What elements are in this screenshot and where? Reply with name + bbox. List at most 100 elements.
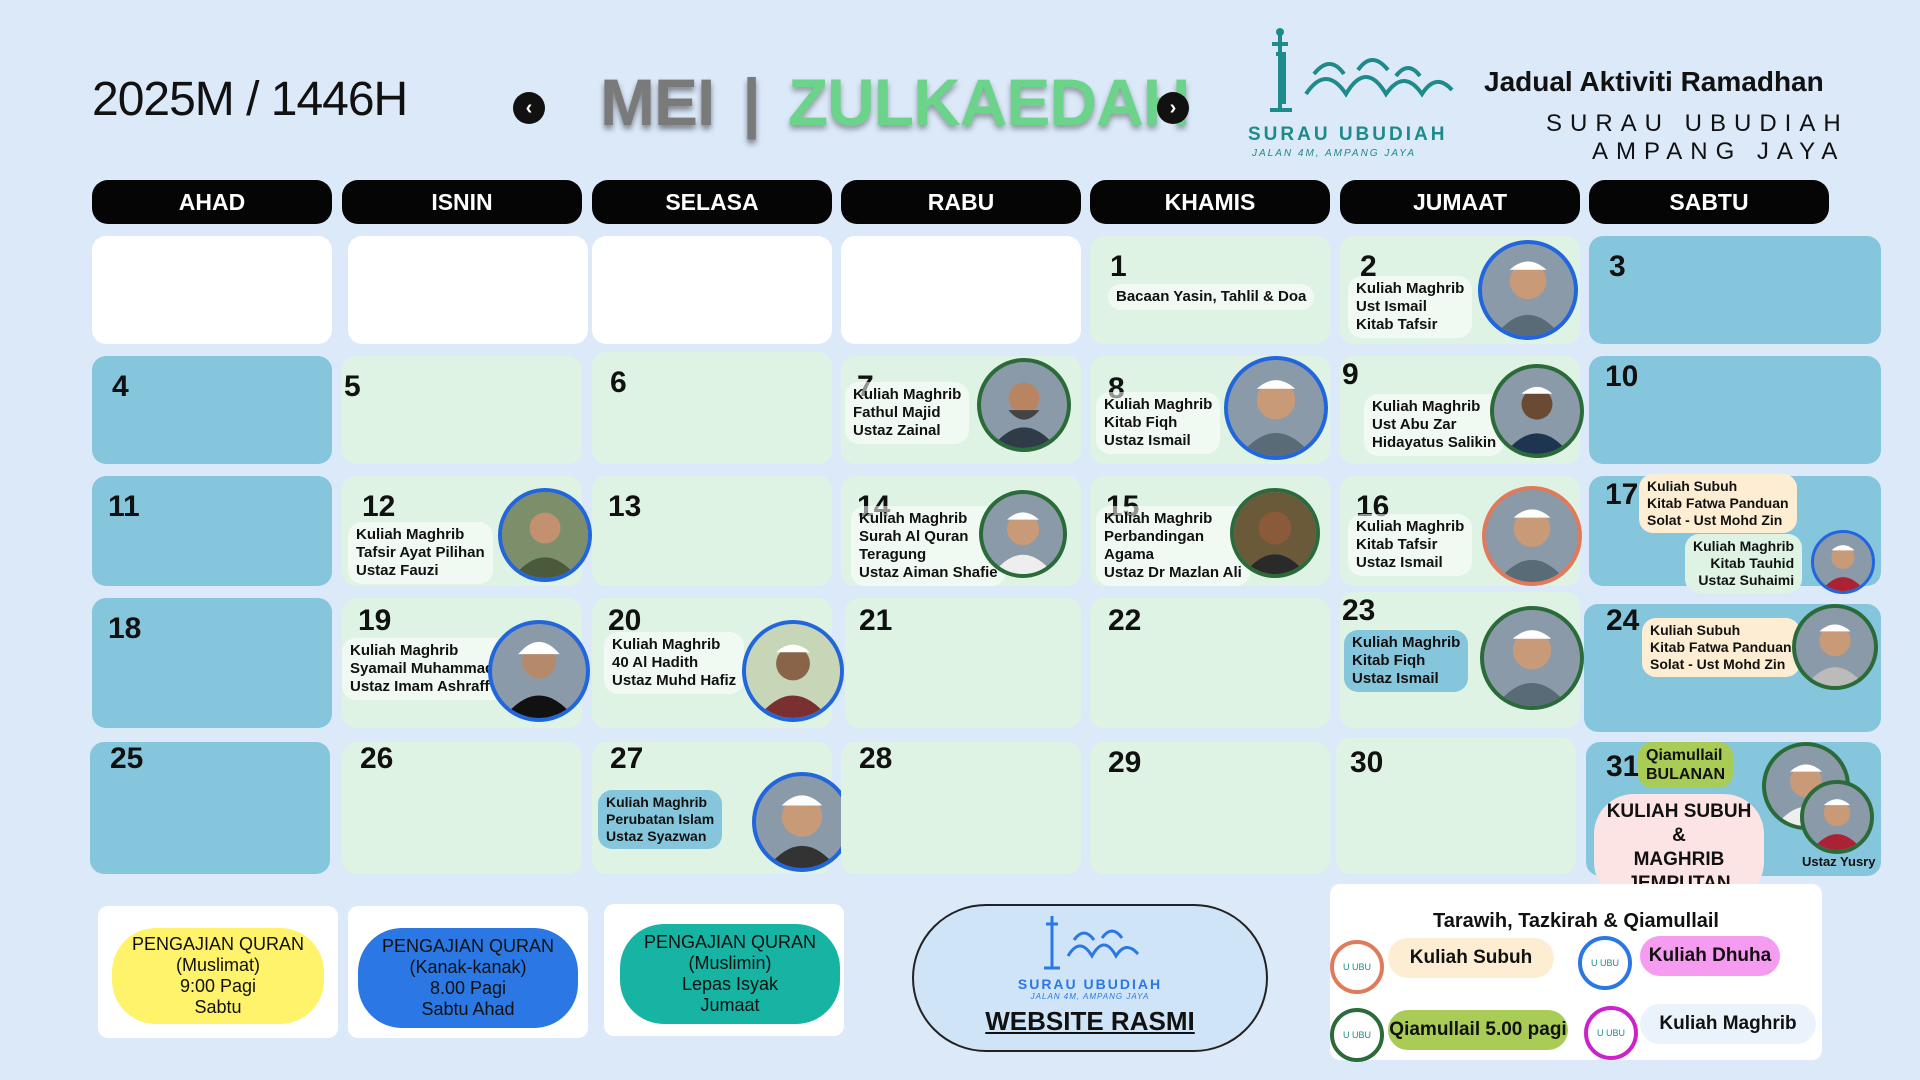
calendar-day-29[interactable]: 29: [1090, 742, 1330, 874]
speaker-avatar: [979, 490, 1067, 578]
day-number: 10: [1605, 360, 1639, 393]
legend-title: Tarawih, Tazkirah & Qiamullail: [1432, 910, 1719, 932]
website-logo-name: SURAU UBUDIAH: [1017, 976, 1163, 992]
weekday-sabtu: SABTU: [1589, 180, 1829, 224]
day-number: 21: [859, 604, 893, 637]
month-gregorian: MEI: [600, 65, 715, 139]
speaker-avatar: [1490, 364, 1584, 458]
day-number: 12: [362, 490, 396, 523]
speaker-avatar: [1478, 240, 1578, 340]
next-month-button[interactable]: ›: [1157, 92, 1189, 124]
month-title: MEI|ZULKAEDAH: [600, 64, 1190, 140]
calendar-day-28[interactable]: 28: [841, 742, 1081, 874]
calendar-day-22[interactable]: 22: [1090, 598, 1330, 728]
day-number: 9: [1342, 358, 1359, 391]
speaker-avatar: [752, 772, 852, 872]
day-number: 30: [1350, 746, 1384, 779]
calendar-day-5[interactable]: 5: [342, 356, 582, 464]
legend-qiamullail: Qiamullail 5.00 pagi: [1388, 1010, 1568, 1050]
calendar-day-3[interactable]: 3: [1589, 236, 1881, 344]
calendar-day-26[interactable]: 26: [342, 742, 582, 874]
weekday-khamis: KHAMIS: [1090, 180, 1330, 224]
weekday-jumaat: JUMAAT: [1340, 180, 1580, 224]
website-logo-mark: [1044, 916, 1140, 970]
calendar-day-1[interactable]: 1 Bacaan Yasin, Tahlil & Doa: [1090, 236, 1330, 344]
calendar-day-15[interactable]: 15 Kuliah MaghribPerbandinganAgamaUstaz …: [1090, 476, 1330, 586]
day-number: 17: [1605, 478, 1639, 511]
legend-ring-icon: U UBU: [1578, 936, 1632, 990]
weekday-selasa: SELASA: [592, 180, 832, 224]
calendar-day-30[interactable]: 30: [1336, 738, 1576, 874]
page-title: Jadual Aktiviti Ramadhan: [1484, 66, 1824, 97]
legend-ring-icon: U UBU: [1584, 1006, 1638, 1060]
calendar-day-25[interactable]: 25: [90, 742, 330, 874]
speaker-avatar: [1811, 530, 1875, 594]
speaker-avatar: [1800, 780, 1874, 854]
calendar-day-6[interactable]: 6: [592, 352, 832, 464]
day-number: 4: [112, 370, 129, 403]
day-number: 6: [610, 366, 627, 399]
day-number: 23: [1342, 594, 1376, 627]
day-number: 13: [608, 490, 642, 523]
website-label[interactable]: WEBSITE RASMI: [985, 1006, 1195, 1036]
weekday-ahad: AHAD: [92, 180, 332, 224]
chevron-right-icon: ›: [1169, 96, 1177, 119]
day-number: 28: [859, 742, 893, 775]
day-number: 22: [1108, 604, 1142, 637]
legend-ring-icon: U UBU: [1330, 940, 1384, 994]
speaker-avatar: [1224, 356, 1328, 460]
website-link[interactable]: SURAU UBUDIAH JALAN 4M, AMPANG JAYA WEBS…: [912, 904, 1268, 1052]
surau-logo: SURAU UBUDIAH JALAN 4M, AMPANG JAYA: [1246, 24, 1468, 160]
day-number: 5: [344, 370, 361, 403]
calendar-day-10[interactable]: 10: [1589, 356, 1881, 464]
speaker-avatar: [977, 358, 1071, 452]
year-label: 2025M / 1446H: [92, 73, 408, 126]
day-number: 2: [1360, 250, 1377, 283]
speaker-avatar: [498, 488, 592, 582]
calendar-day-13[interactable]: 13: [592, 476, 832, 586]
website-logo-tagline: JALAN 4M, AMPANG JAYA: [1030, 992, 1150, 1001]
calendar-day-18[interactable]: 18: [92, 598, 332, 728]
page-subtitle-line1: SURAU UBUDIAH: [1546, 110, 1849, 137]
calendar-day-4[interactable]: 4: [92, 356, 332, 464]
calendar-cell-empty: [592, 236, 832, 344]
weekday-isnin: ISNIN: [342, 180, 582, 224]
day-number: 24: [1606, 604, 1640, 637]
day-number: 31: [1606, 750, 1640, 783]
calendar-day-11[interactable]: 11: [92, 476, 332, 586]
day-number: 18: [108, 612, 142, 645]
calendar-day-21[interactable]: 21: [845, 598, 1081, 728]
speaker-avatar: [1792, 604, 1878, 690]
legend-ring-icon: U UBU: [1330, 1008, 1384, 1062]
page-subtitle-line2: AMPANG JAYA: [1592, 138, 1846, 165]
prev-month-button[interactable]: ‹: [513, 92, 545, 124]
